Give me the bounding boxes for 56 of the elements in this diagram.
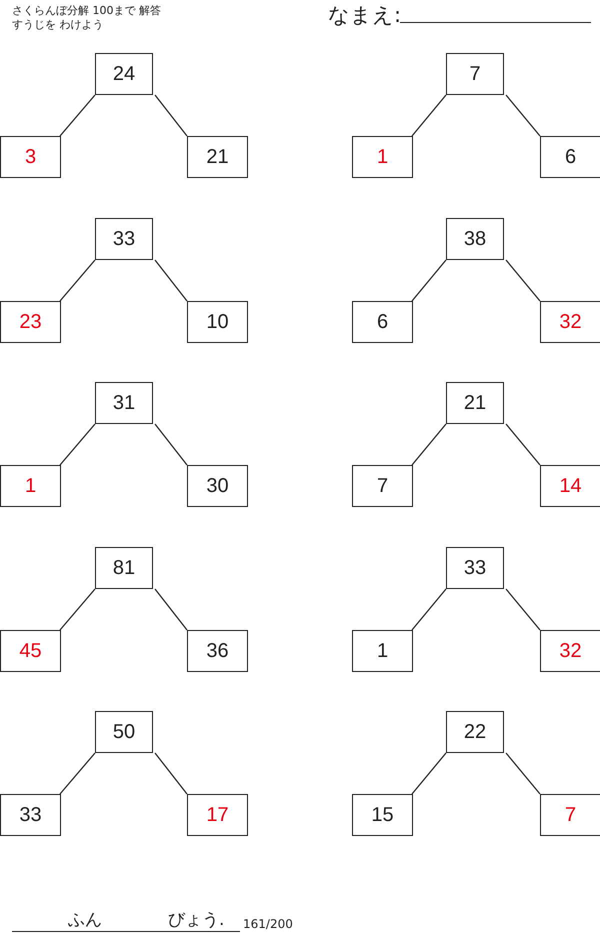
answer-box: 32 [540,630,600,672]
number-box: 21 [446,382,504,424]
number-box: 24 [95,53,153,95]
connector-line [154,588,188,630]
answer-box: 3 [0,136,61,178]
name-label: なまえ: [328,2,402,29]
connector-line [154,752,188,794]
instruction-text: すうじを わけよう [12,17,104,32]
part-box: 10 [187,301,248,343]
minutes-label: ふん [68,909,102,931]
answer-box: 23 [0,301,61,343]
connector-line [412,588,446,630]
answer-box: 7 [540,794,600,836]
number-box: 38 [446,218,504,260]
part-box: 6 [352,301,413,343]
connector-line [506,260,540,302]
connector-line [412,424,446,466]
answer-box: 32 [540,301,600,343]
connector-line [506,94,540,136]
connector-line [506,588,540,630]
part-box: 30 [187,465,248,507]
part-box: 36 [187,630,248,672]
connector-line [412,94,446,136]
connector-line [60,94,96,136]
connector-line [60,752,96,794]
answer-box: 14 [540,465,600,507]
number-box: 7 [446,53,504,95]
number-box: 33 [95,218,153,260]
connector-line [506,424,540,466]
part-box: 21 [187,136,248,178]
part-box: 6 [540,136,600,178]
answer-box: 1 [0,465,61,507]
connector-line [60,424,96,466]
seconds-label: びょう. [168,909,224,931]
connector-line [154,260,188,302]
connector-line [154,424,188,466]
number-box: 22 [446,711,504,753]
connector-line [412,260,446,302]
part-box: 1 [352,630,413,672]
number-box: 33 [446,547,504,589]
score-text: 161/200 [243,917,293,931]
connector-line [506,752,540,794]
answer-box: 17 [187,794,248,836]
connector-line [412,752,446,794]
part-box: 33 [0,794,61,836]
number-box: 31 [95,382,153,424]
part-box: 15 [352,794,413,836]
connector-line [60,588,96,630]
worksheet-title: さくらんぼ分解 100まで 解答 [12,3,161,18]
answer-box: 45 [0,630,61,672]
connector-line [60,260,96,302]
number-box: 81 [95,547,153,589]
answer-box: 1 [352,136,413,178]
connector-line [154,94,188,136]
number-box: 50 [95,711,153,753]
part-box: 7 [352,465,413,507]
